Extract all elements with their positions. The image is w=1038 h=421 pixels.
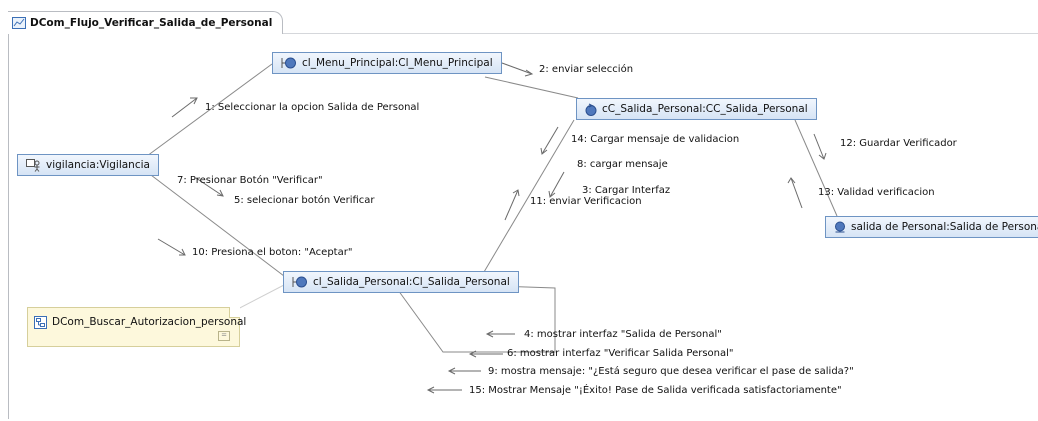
message-5[interactable]: 5: selecionar botón Verificar xyxy=(234,195,375,206)
message-13[interactable]: 13: Validad verificacion xyxy=(818,187,935,198)
node-label: cl_Menu_Principal:Cl_Menu_Principal xyxy=(302,57,493,69)
message-14[interactable]: 14: Cargar mensaje de validacion xyxy=(571,134,740,145)
diagram-icon xyxy=(12,17,26,29)
arrow-m4 xyxy=(485,330,515,338)
diagram-frame-tab[interactable]: DCom_Flujo_Verificar_Salida_de_Personal xyxy=(8,11,284,34)
node-vigilancia[interactable]: vigilancia:Vigilancia xyxy=(17,154,159,176)
note-label: DCom_Buscar_Autorizacion_personal xyxy=(52,316,247,328)
link-clsalida-cc xyxy=(483,119,575,273)
actor-icon xyxy=(26,158,41,172)
arrow-m1 xyxy=(171,97,198,118)
arrow-m15 xyxy=(426,386,462,394)
boundary-icon xyxy=(292,276,308,288)
link-note-clsalida xyxy=(231,284,285,313)
message-arrows xyxy=(157,62,827,394)
message-10[interactable]: 10: Presiona el boton: "Aceptar" xyxy=(192,247,353,258)
message-15[interactable]: 15: Mostrar Mensaje "¡Éxito! Pase de Sal… xyxy=(469,385,842,396)
entity-icon xyxy=(834,221,846,233)
frame-border-top xyxy=(8,33,1038,34)
node-salida-entidad[interactable]: salida de Personal:Salida de Personal xyxy=(825,216,1038,238)
message-9[interactable]: 9: mostra mensaje: "¿Está seguro que des… xyxy=(488,366,854,377)
message-1[interactable]: 1: Seleccionar la opcion Salida de Perso… xyxy=(205,102,420,113)
node-menu-principal[interactable]: cl_Menu_Principal:Cl_Menu_Principal xyxy=(272,52,502,74)
node-label: salida de Personal:Salida de Personal xyxy=(851,221,1038,233)
message-11[interactable]: 11: enviar Verificacion xyxy=(530,196,642,207)
link-vigilancia-menu xyxy=(146,63,273,157)
boundary-icon xyxy=(281,57,297,69)
diagram-title: DCom_Flujo_Verificar_Salida_de_Personal xyxy=(30,17,273,29)
arrow-m13 xyxy=(787,177,803,209)
arrow-m9 xyxy=(447,367,481,375)
message-8[interactable]: 8: cargar mensaje xyxy=(577,159,668,170)
diagram-link-icon xyxy=(34,316,47,332)
arrow-m6 xyxy=(468,350,503,358)
message-4[interactable]: 4: mostrar interfaz "Salida de Personal" xyxy=(524,329,722,340)
note-expand-icon[interactable]: = xyxy=(218,331,230,341)
node-cc-salida[interactable]: cC_Salida_Personal:CC_Salida_Personal xyxy=(576,98,817,120)
frame-border-left xyxy=(8,33,9,419)
message-3[interactable]: 3: Cargar Interfaz xyxy=(582,185,671,196)
arrow-m10 xyxy=(157,238,186,256)
note-fold xyxy=(229,307,240,318)
arrow-m3 xyxy=(548,171,565,198)
node-label: vigilancia:Vigilancia xyxy=(46,159,150,171)
link-vigilancia-clsalida xyxy=(146,171,285,277)
link-cc-entity xyxy=(794,119,838,217)
message-6[interactable]: 6: mostrar interfaz "Verificar Salida Pe… xyxy=(507,348,734,359)
link-clsalida-self xyxy=(397,285,556,353)
node-cl-salida[interactable]: cl_Salida_Personal:Cl_Salida_Personal xyxy=(283,271,519,293)
arrow-m14 xyxy=(540,126,559,155)
message-7[interactable]: 7: Presionar Botón "Verificar" xyxy=(177,175,323,186)
link-menu-cc xyxy=(484,76,579,99)
message-12[interactable]: 12: Guardar Verificador xyxy=(840,138,957,149)
arrow-m7 xyxy=(195,177,224,197)
node-label: cl_Salida_Personal:Cl_Salida_Personal xyxy=(313,276,510,288)
control-icon xyxy=(585,103,597,116)
diagram-reference-note[interactable]: DCom_Buscar_Autorizacion_personal = xyxy=(27,307,246,347)
arrow-m2 xyxy=(501,62,534,77)
arrow-m11 xyxy=(504,189,520,221)
arrow-m12 xyxy=(813,133,827,160)
message-2[interactable]: 2: enviar selección xyxy=(539,64,634,75)
node-label: cC_Salida_Personal:CC_Salida_Personal xyxy=(602,103,808,115)
